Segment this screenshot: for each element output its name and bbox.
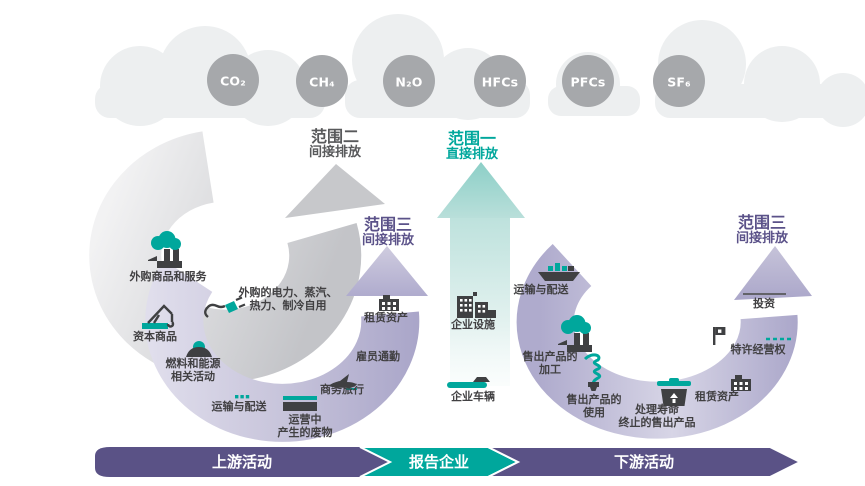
- company-facilities-buildings-icon: [457, 292, 496, 318]
- label-investments: 投资: [753, 297, 775, 310]
- label-upstream-transport: 运输与配送: [211, 400, 267, 413]
- downstream-bar-segment: [487, 446, 803, 478]
- gas-circles: [207, 54, 705, 107]
- capital-goods-crane-icon: [142, 304, 175, 329]
- bar-label-reporting: 报告企业: [408, 453, 470, 471]
- product-use-cfl-bulb-icon: [583, 353, 602, 391]
- downstream-transport-ship-icon: [538, 263, 580, 281]
- business-travel-plane-icon: [328, 374, 357, 390]
- label-end-of-life: 处理寿命 终止的售出产品: [618, 403, 696, 429]
- label-commuting: 雇员通勤: [356, 350, 400, 363]
- scope3-downstream-label: 范围三 间接排放: [735, 213, 789, 246]
- purchased-energy-plug-icon: [204, 296, 246, 318]
- scope2-label: 范围二 间接排放: [308, 127, 362, 160]
- transport-dots-icon: [235, 395, 250, 399]
- scope1-arrow: [437, 162, 525, 386]
- leased-assets-building-icon-upstream: [379, 295, 399, 311]
- label-business-travel: 商务旅行: [320, 383, 364, 396]
- label-downstream-transport: 运输与配送: [513, 283, 569, 296]
- upstream-bar-segment: [95, 447, 390, 477]
- label-franchises: 特许经营权: [730, 343, 786, 356]
- label-product-use: 售出产品的 使用: [566, 393, 622, 419]
- label-facilities: 企业设施: [451, 318, 495, 331]
- scope3-downstream-arrow-band: [516, 244, 812, 439]
- fuel-energy-coal-icon: [186, 341, 212, 357]
- label-purchased-energy: 外购的电力、蒸汽、 热力、制冷自用: [238, 286, 338, 312]
- gas-label-n2o: N₂O: [395, 74, 423, 90]
- gas-label-ch4: CH₄: [309, 74, 335, 90]
- label-fuel-energy: 燃料和能源 相关活动: [165, 357, 221, 383]
- label-capital-goods: 资本商品: [133, 330, 177, 343]
- franchises-flag-icon: [713, 327, 726, 345]
- bar-label-upstream: 上游活动: [211, 453, 273, 471]
- scope3-upstream-arrow-band: [145, 246, 428, 442]
- gas-label-pfcs: PFCs: [570, 74, 606, 90]
- label-waste: 运营中 产生的废物: [277, 413, 333, 439]
- waste-icon: [283, 396, 317, 411]
- gas-label-co2: CO₂: [220, 73, 246, 89]
- scope3-upstream-label: 范围三 间接排放: [361, 215, 415, 248]
- gas-label-sf6: SF₆: [667, 74, 691, 90]
- label-vehicles: 企业车辆: [451, 390, 495, 403]
- bottom-bar: [95, 446, 803, 478]
- end-of-life-trash-icon: [657, 378, 691, 406]
- gas-label-hfcs: HFCs: [481, 74, 519, 90]
- label-purchased-goods: 外购商品和服务: [129, 270, 207, 283]
- company-vehicles-car-icon: [447, 377, 490, 388]
- bar-label-downstream: 下游活动: [613, 453, 675, 471]
- label-leased-assets-upstream: 租赁资产: [364, 311, 408, 324]
- label-processing: 售出产品的 加工: [522, 350, 578, 376]
- label-leased-assets-downstream: 租赁资产: [695, 390, 739, 403]
- scope1-label: 范围一 直接排放: [445, 129, 499, 162]
